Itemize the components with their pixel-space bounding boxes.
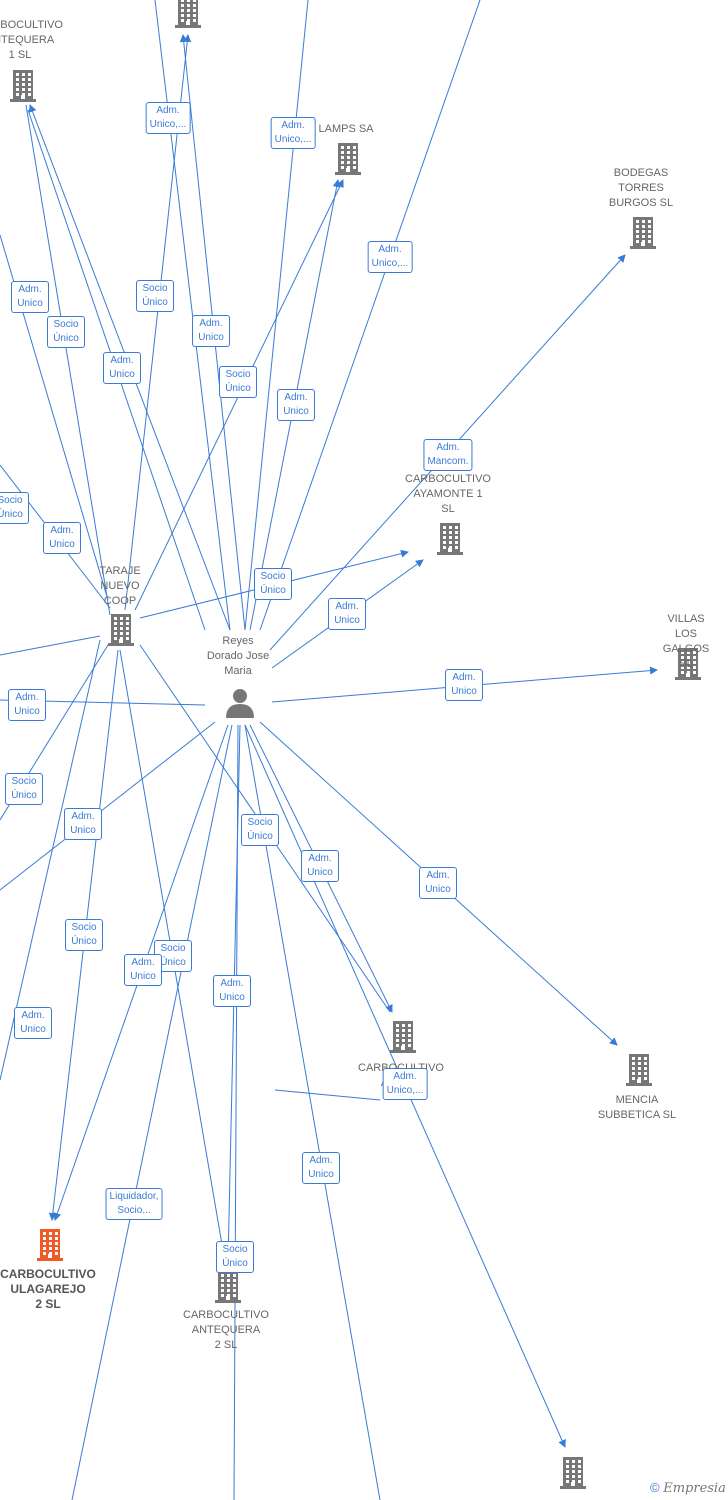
building-icon[interactable] xyxy=(437,523,463,555)
relationship-edge xyxy=(0,635,101,656)
relationship-edge xyxy=(0,721,216,891)
edge-label: Adm. Unico xyxy=(11,281,49,313)
node-label-carb-antequera2[interactable]: CARBOCULTIVO ANTEQUERA 2 SL xyxy=(183,1309,269,1351)
edge-label: Adm. Unico xyxy=(301,850,339,882)
building-icon[interactable] xyxy=(108,614,134,646)
edge-label: Adm. Unico xyxy=(328,598,366,630)
edge-label: Adm. Unico xyxy=(64,808,102,840)
edge-label: Adm. Unico,... xyxy=(367,241,413,273)
edge-label: Adm. Unico xyxy=(14,1007,52,1039)
edge-label: Adm. Mancom. xyxy=(423,439,473,471)
building-icon[interactable] xyxy=(10,70,36,102)
node-label-bodegas[interactable]: BODEGAS TORRES BURGOS SL xyxy=(608,167,674,209)
edge-label: Socio Único xyxy=(241,814,279,846)
building-icon[interactable] xyxy=(560,1457,586,1489)
node-label-carb-ayamonte1[interactable]: CARBOCULTIVO AYAMONTE 1 SL xyxy=(405,473,491,515)
edge-label: Socio Único xyxy=(136,280,174,312)
relationship-edge xyxy=(244,0,309,631)
edge-label: Adm. Unico,... xyxy=(270,117,316,149)
relationship-edge xyxy=(244,724,381,1500)
edge-label: Socio Único xyxy=(65,919,103,951)
relationship-edge xyxy=(71,724,233,1500)
edge-label: Adm. Unico xyxy=(419,867,457,899)
relationship-edge xyxy=(259,0,481,631)
edge-label: Adm. Unico xyxy=(124,954,162,986)
edge-label: Adm. Unico,... xyxy=(382,1068,428,1100)
edge-label: Adm. Unico,... xyxy=(145,102,191,134)
edge-label: Socio Único xyxy=(5,773,43,805)
node-label-reyes[interactable]: Reyes Dorado Jose Maria xyxy=(206,635,270,677)
node-label-villas[interactable]: VILLAS LOS GALGOS SL xyxy=(662,613,710,670)
edge-label: Adm. Unico xyxy=(302,1152,340,1184)
edge-label: Adm. Unico xyxy=(192,315,230,347)
node-label-lamps[interactable]: LAMPS SA xyxy=(318,123,374,135)
person-icon[interactable] xyxy=(226,689,254,718)
edge-label: Adm. Unico xyxy=(43,522,81,554)
node-label-mencia[interactable]: MENCIA SUBBETICA SL xyxy=(597,1094,677,1121)
edge-label: Liquidador, Socio... xyxy=(105,1188,163,1220)
building-icon[interactable] xyxy=(215,1271,241,1303)
building-icon[interactable] xyxy=(335,143,361,175)
relationship-edge xyxy=(274,1089,381,1101)
edge-label: Socio Único xyxy=(219,366,257,398)
copyright-notice[interactable]: © Empresia xyxy=(650,1480,726,1496)
building-icon[interactable] xyxy=(175,0,201,28)
node-label-carb-antequera1[interactable]: CARBOCULTIVO ANTEQUERA 1 SL xyxy=(0,19,63,61)
edges-layer xyxy=(0,0,658,1500)
edge-label: Socio Único xyxy=(254,568,292,600)
edge-label: Adm. Unico xyxy=(213,975,251,1007)
edge-label: Adm. Unico xyxy=(8,689,46,721)
building-icon[interactable] xyxy=(37,1229,63,1261)
edge-label: Socio Único xyxy=(47,316,85,348)
node-label-carb-ulagarejo2[interactable]: CARBOCULTIVO ULAGAREJO 2 SL xyxy=(0,1267,96,1311)
icons-layer xyxy=(10,0,701,1489)
edge-label: Socio Único xyxy=(0,492,29,524)
relationship-edge xyxy=(25,104,111,616)
edge-label: Adm. Unico xyxy=(445,669,483,701)
building-icon[interactable] xyxy=(630,217,656,249)
building-icon[interactable] xyxy=(626,1054,652,1086)
copyright-symbol: © xyxy=(650,1480,660,1495)
node-label-taraje[interactable]: TARAJE NUEVO COOP xyxy=(99,565,141,607)
relationship-edge xyxy=(0,639,101,1081)
building-icon[interactable] xyxy=(390,1021,416,1053)
brand-logo: Empresia xyxy=(663,1481,726,1496)
edge-label: Socio Único xyxy=(216,1241,254,1273)
building-icon[interactable] xyxy=(675,648,701,680)
edge-label: Adm. Unico xyxy=(103,352,141,384)
edge-label: Adm. Unico xyxy=(277,389,315,421)
